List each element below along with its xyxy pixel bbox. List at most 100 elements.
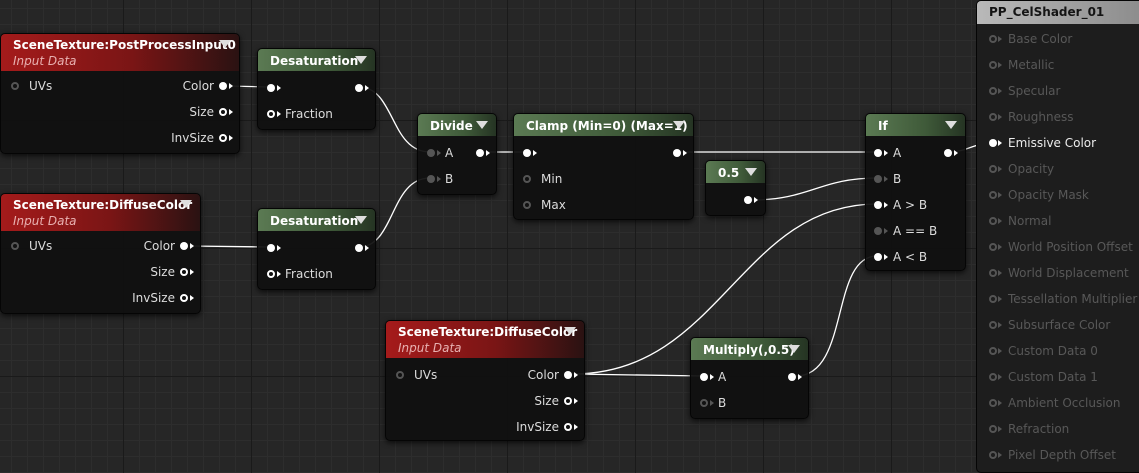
scene-texture-diffuse-node-top[interactable]: SceneTexture:DiffuseColor Input Data UVs… xyxy=(0,193,201,314)
divide-node[interactable]: Divide A B xyxy=(417,113,497,195)
fraction-pin-label: Fraction xyxy=(285,107,333,121)
node-header[interactable]: SceneTexture:DiffuseColor Input Data xyxy=(1,194,200,231)
node-header[interactable]: Desaturation xyxy=(258,209,375,231)
output-pin-icon[interactable] xyxy=(355,244,363,252)
pin-arrow-icon xyxy=(884,228,888,234)
output-pin-icon[interactable] xyxy=(673,149,681,157)
scene-texture-postprocess-node[interactable]: SceneTexture:PostProcessInput0 Input Dat… xyxy=(0,33,240,154)
output-pin-icon[interactable] xyxy=(744,196,752,204)
input-pin-icon[interactable] xyxy=(267,244,275,252)
a-lt-b-input-pin-icon[interactable] xyxy=(874,253,882,261)
fraction-input-pin-icon[interactable] xyxy=(267,270,275,278)
a-input-pin-icon[interactable] xyxy=(427,149,435,157)
pin-arrow-icon xyxy=(998,348,1002,354)
collapse-arrow-icon[interactable] xyxy=(745,168,757,176)
uvs-input-pin-icon[interactable] xyxy=(11,242,19,250)
collapse-arrow-icon[interactable] xyxy=(673,121,685,129)
wire-diffuse-to-multiply xyxy=(572,373,704,377)
pin-icon[interactable] xyxy=(989,425,997,433)
invsize-output-pin-icon[interactable] xyxy=(219,134,227,142)
collapse-arrow-icon[interactable] xyxy=(219,40,231,48)
size-output-pin-icon[interactable] xyxy=(564,397,572,405)
invsize-output-pin-icon[interactable] xyxy=(180,294,188,302)
node-title: SceneTexture:PostProcessInput0 xyxy=(13,38,236,52)
a-eq-b-input-pin-icon[interactable] xyxy=(874,227,882,235)
pin-icon[interactable] xyxy=(989,373,997,381)
collapse-arrow-icon[interactable] xyxy=(180,200,192,208)
uvs-pin-label: UVs xyxy=(29,239,53,253)
pin-icon[interactable] xyxy=(989,269,997,277)
color-output-pin-icon[interactable] xyxy=(219,82,227,90)
invsize-pin-label: InvSize xyxy=(516,420,559,434)
pin-icon[interactable] xyxy=(989,321,997,329)
constant-node[interactable]: 0.5 xyxy=(705,160,766,216)
pin-icon[interactable] xyxy=(989,61,997,69)
node-header[interactable]: 0.5 xyxy=(706,161,765,183)
desaturation-node-2[interactable]: Desaturation Fraction xyxy=(257,208,376,290)
material-pin-label: Base Color xyxy=(1008,32,1073,46)
material-pin-label: Roughness xyxy=(1008,110,1074,124)
collapse-arrow-icon[interactable] xyxy=(476,121,488,129)
color-pin-label: Color xyxy=(143,239,175,253)
material-header[interactable]: PP_CelShader_01 xyxy=(977,1,1139,24)
pin-icon[interactable] xyxy=(989,399,997,407)
min-input-pin-icon[interactable] xyxy=(523,175,531,183)
pin-icon[interactable] xyxy=(989,139,997,147)
a-lt-b-pin-label: A < B xyxy=(893,250,928,264)
input-pin-icon[interactable] xyxy=(523,149,531,157)
collapse-arrow-icon[interactable] xyxy=(945,121,957,129)
node-header[interactable]: SceneTexture:PostProcessInput0 Input Dat… xyxy=(1,34,239,71)
collapse-arrow-icon[interactable] xyxy=(788,345,800,353)
a-gt-b-input-pin-icon[interactable] xyxy=(874,201,882,209)
node-header[interactable]: Clamp (Min=0) (Max=1) xyxy=(514,114,693,136)
max-input-pin-icon[interactable] xyxy=(523,201,531,209)
node-header[interactable]: Divide xyxy=(418,114,496,136)
if-node[interactable]: If A B A > B A == B A < B xyxy=(865,113,966,271)
size-output-pin-icon[interactable] xyxy=(180,268,188,276)
node-header[interactable]: Multiply(,0.5) xyxy=(691,338,808,360)
b-input-pin-icon[interactable] xyxy=(427,175,435,183)
output-pin-icon[interactable] xyxy=(944,149,952,157)
output-pin-icon[interactable] xyxy=(476,149,484,157)
b-input-pin-icon[interactable] xyxy=(700,399,708,407)
pin-arrow-icon xyxy=(533,150,537,156)
pin-icon[interactable] xyxy=(989,347,997,355)
pin-icon[interactable] xyxy=(989,113,997,121)
pin-icon[interactable] xyxy=(989,191,997,199)
invsize-output-pin-icon[interactable] xyxy=(564,423,572,431)
desaturation-node-1[interactable]: Desaturation Fraction xyxy=(257,48,376,130)
node-header[interactable]: SceneTexture:DiffuseColor Input Data xyxy=(386,321,584,358)
color-output-pin-icon[interactable] xyxy=(180,242,188,250)
pin-icon[interactable] xyxy=(989,451,997,459)
scene-texture-diffuse-node-bottom[interactable]: SceneTexture:DiffuseColor Input Data UVs… xyxy=(385,320,585,441)
pin-arrow-icon xyxy=(277,111,281,117)
color-output-pin-icon[interactable] xyxy=(564,371,572,379)
size-output-pin-icon[interactable] xyxy=(219,108,227,116)
uvs-input-pin-icon[interactable] xyxy=(11,82,19,90)
collapse-arrow-icon[interactable] xyxy=(564,327,576,335)
a-input-pin-icon[interactable] xyxy=(700,373,708,381)
clamp-node[interactable]: Clamp (Min=0) (Max=1) Min Max xyxy=(513,113,694,220)
fraction-input-pin-icon[interactable] xyxy=(267,110,275,118)
multiply-node[interactable]: Multiply(,0.5) A B xyxy=(690,337,809,419)
input-pin-icon[interactable] xyxy=(267,84,275,92)
node-header[interactable]: If xyxy=(866,114,965,136)
output-pin-icon[interactable] xyxy=(788,373,796,381)
pin-icon[interactable] xyxy=(989,243,997,251)
pin-icon[interactable] xyxy=(989,35,997,43)
output-pin-icon[interactable] xyxy=(355,84,363,92)
pin-icon[interactable] xyxy=(989,217,997,225)
uvs-input-pin-icon[interactable] xyxy=(396,371,404,379)
b-input-pin-icon[interactable] xyxy=(874,175,882,183)
collapse-arrow-icon[interactable] xyxy=(355,56,367,64)
material-pin-label: World Position Offset xyxy=(1008,240,1133,254)
pin-icon[interactable] xyxy=(989,87,997,95)
material-pin-label: Subsurface Color xyxy=(1008,318,1111,332)
a-input-pin-icon[interactable] xyxy=(874,149,882,157)
pin-icon[interactable] xyxy=(989,165,997,173)
pin-icon[interactable] xyxy=(989,295,997,303)
node-title: Multiply(,0.5) xyxy=(703,343,795,357)
node-header[interactable]: Desaturation xyxy=(258,49,375,71)
collapse-arrow-icon[interactable] xyxy=(355,216,367,224)
